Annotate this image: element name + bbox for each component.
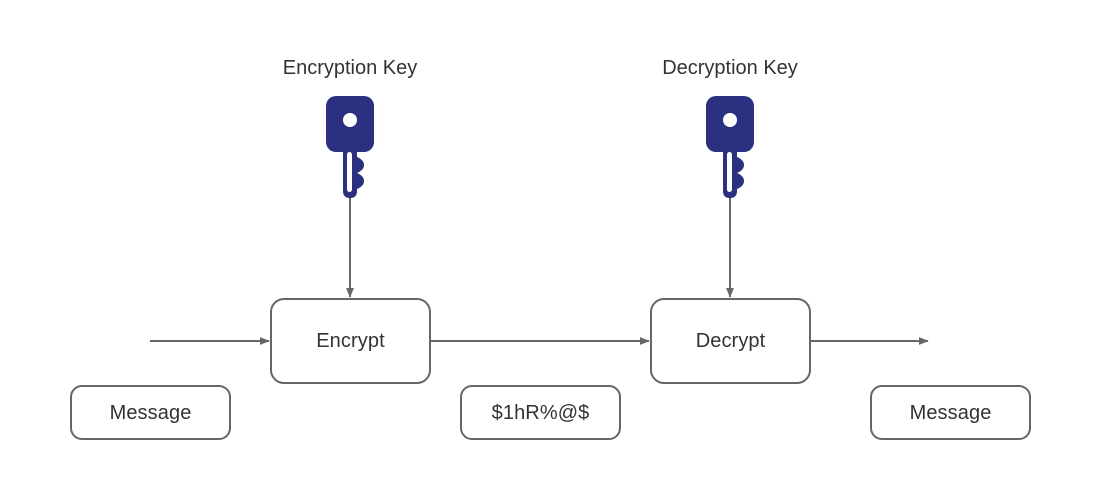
message-output-box[interactable]: Message [870,385,1031,440]
decrypt-process-label: Decrypt [695,330,766,352]
decryption-key-icon [706,96,754,198]
ciphertext-box[interactable]: $1hR%@$ [460,385,621,440]
message-output-label: Message [909,401,992,424]
encryption-key-icon [326,96,374,198]
encrypt-process-box[interactable]: Encrypt [270,298,431,384]
encrypt-process-label: Encrypt [316,330,385,352]
decrypt-process-box[interactable]: Decrypt [650,298,811,384]
message-input-label: Message [109,401,192,424]
message-input-box[interactable]: Message [70,385,231,440]
ciphertext-label: $1hR%@$ [491,401,590,424]
decryption-key-label: Decryption Key [662,57,798,79]
encryption-key-label: Encryption Key [282,57,418,79]
